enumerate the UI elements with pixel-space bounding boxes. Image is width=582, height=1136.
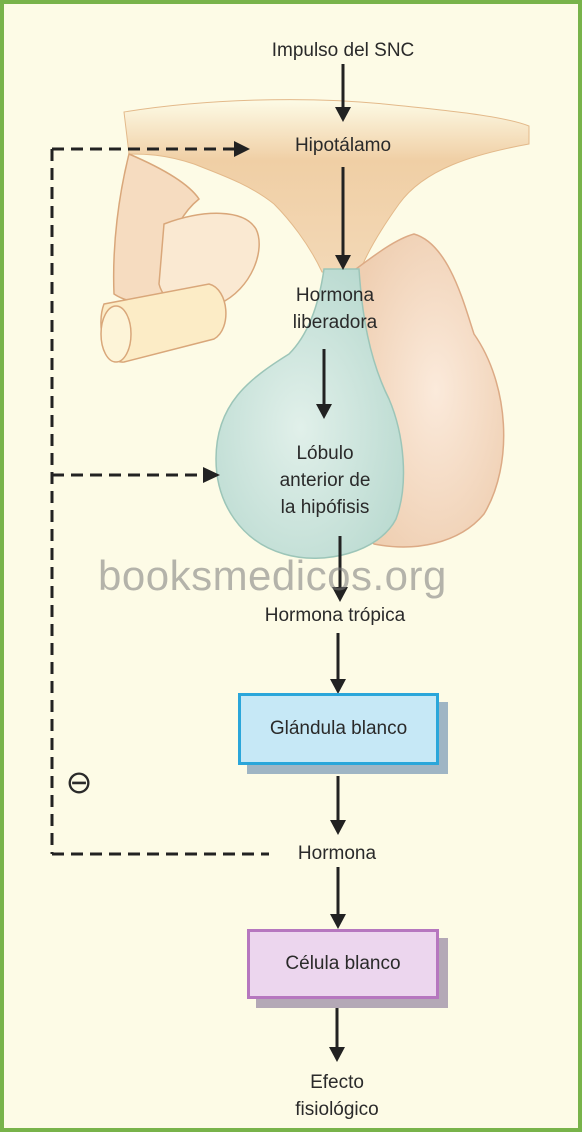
releasing-hormone-label: Hormona liberadora <box>254 282 416 336</box>
hormone-label: Hormona <box>274 840 400 867</box>
anterior-pituitary-line-2: anterior de <box>250 467 400 494</box>
cns-input-label: Impulso del SNC <box>243 37 443 64</box>
target-gland-box: Glándula blanco <box>238 693 439 765</box>
physiological-effect-line-1: Efecto <box>266 1069 408 1096</box>
optic-tube-end <box>101 306 131 362</box>
target-gland-label: Glándula blanco <box>270 718 407 740</box>
physiological-effect-line-2: fisiológico <box>266 1096 408 1123</box>
anterior-pituitary-label: Lóbulo anterior de la hipófisis <box>250 440 400 521</box>
tropic-hormone-label: Hormona trópica <box>230 602 440 629</box>
anterior-pituitary-line-3: la hipófisis <box>250 494 400 521</box>
watermark: booksmedicos.org <box>98 552 447 600</box>
hypothalamus-label: Hipotálamo <box>262 132 424 159</box>
releasing-hormone-line-1: Hormona <box>254 282 416 309</box>
target-cell-label: Célula blanco <box>285 953 400 975</box>
physiological-effect-label: Efecto fisiológico <box>266 1069 408 1123</box>
target-cell-box: Célula blanco <box>247 929 439 999</box>
negative-feedback-symbol: ⊖ <box>62 762 96 802</box>
releasing-hormone-line-2: liberadora <box>254 309 416 336</box>
anterior-pituitary-line-1: Lóbulo <box>250 440 400 467</box>
